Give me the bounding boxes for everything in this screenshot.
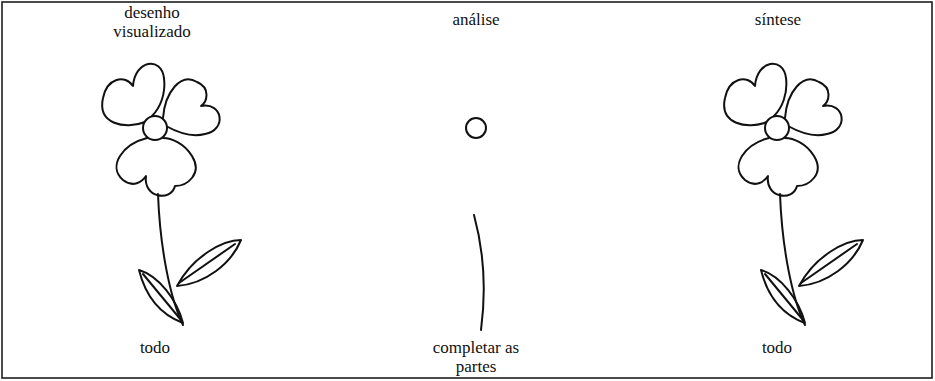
flower-drawing xyxy=(724,64,863,325)
caption-label: todo xyxy=(722,338,832,357)
caption-label: síntese xyxy=(723,10,833,29)
caption-label: todo xyxy=(100,338,210,357)
caption-label: análise xyxy=(421,10,531,29)
stem-part xyxy=(474,215,484,330)
flower-center-part xyxy=(466,118,486,138)
flower-drawing xyxy=(102,64,241,325)
caption-label: desenho visualizado xyxy=(97,3,207,41)
caption-label: completar as partes xyxy=(416,338,536,376)
